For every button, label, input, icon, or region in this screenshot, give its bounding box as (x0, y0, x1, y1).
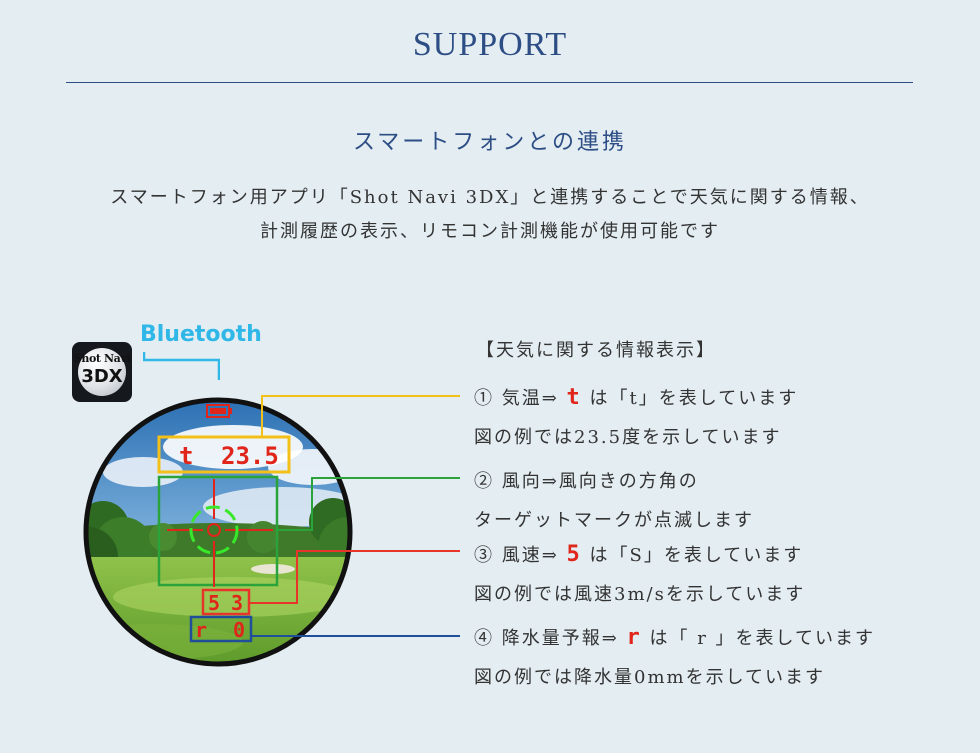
scope-temp-value: 23.5 (221, 442, 279, 470)
info-item-temperature-detail: 図の例では23.5度を示しています (474, 427, 782, 448)
info-heading: 【天気に関する情報表示】 (476, 340, 716, 361)
shot-navi-app-icon: Shot Navi 3DX (72, 342, 132, 402)
wind-speed-symbol: 5 (566, 542, 582, 567)
section-subtitle: スマートフォンとの連携 (352, 130, 628, 155)
intro-text-line-2: 計測履歴の表示、リモコン計測機能が使用可能です (260, 221, 720, 242)
info-item-wind-speed-detail: 図の例では風速3m/sを示しています (474, 584, 806, 605)
intro-text-line-1: スマートフォン用アプリ「Shot Navi 3DX」と連携することで天気に関する… (110, 187, 870, 208)
scope-temp-symbol: t (179, 442, 193, 470)
golf-ball-icon (78, 348, 126, 396)
page-title: SUPPORT (412, 26, 568, 63)
scope-rain-symbol: r (195, 618, 207, 642)
rangefinder-scope-view: t 23.5 5 3 r 0 (83, 397, 353, 667)
scope-wind-speed-symbol: 5 (208, 591, 220, 615)
info-item-wind-direction: ② 風向⇒風向きの方角の (474, 471, 699, 492)
temperature-symbol: t (566, 385, 582, 410)
info-item-rainfall: ④ 降水量予報⇒ r は「 r 」を表しています (474, 625, 876, 650)
bluetooth-bracket (143, 352, 220, 380)
scope-rain-value: 0 (233, 618, 245, 642)
app-icon-brand: Shot Navi (73, 352, 131, 365)
bluetooth-label: Bluetooth (140, 322, 262, 347)
title-divider (66, 82, 913, 83)
info-item-rainfall-detail: 図の例では降水量0mmを示しています (474, 667, 826, 688)
info-item-wind-speed: ③ 風速⇒ 5 は「S」を表しています (474, 542, 804, 567)
info-item-wind-direction-detail: ターゲットマークが点滅します (474, 510, 754, 531)
rainfall-symbol: r (626, 625, 642, 650)
scope-wind-speed-value: 3 (231, 591, 243, 615)
app-icon-model: 3DX (81, 366, 123, 387)
info-item-temperature: ① 気温⇒ t は「t」を表しています (474, 385, 799, 410)
